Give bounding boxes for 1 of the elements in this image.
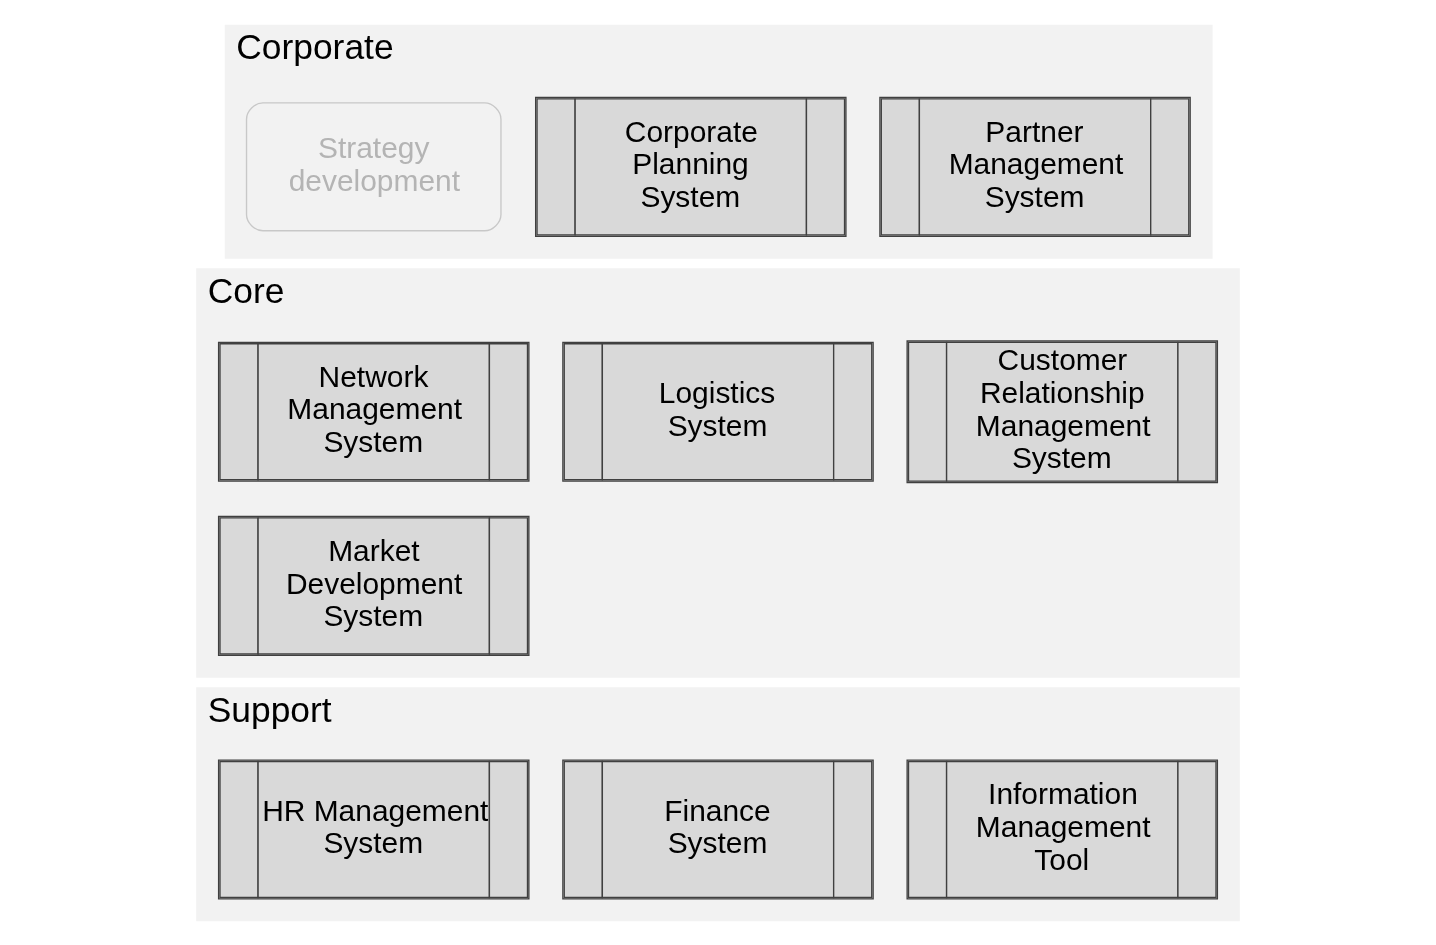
node-box: Strategy development xyxy=(245,101,502,231)
